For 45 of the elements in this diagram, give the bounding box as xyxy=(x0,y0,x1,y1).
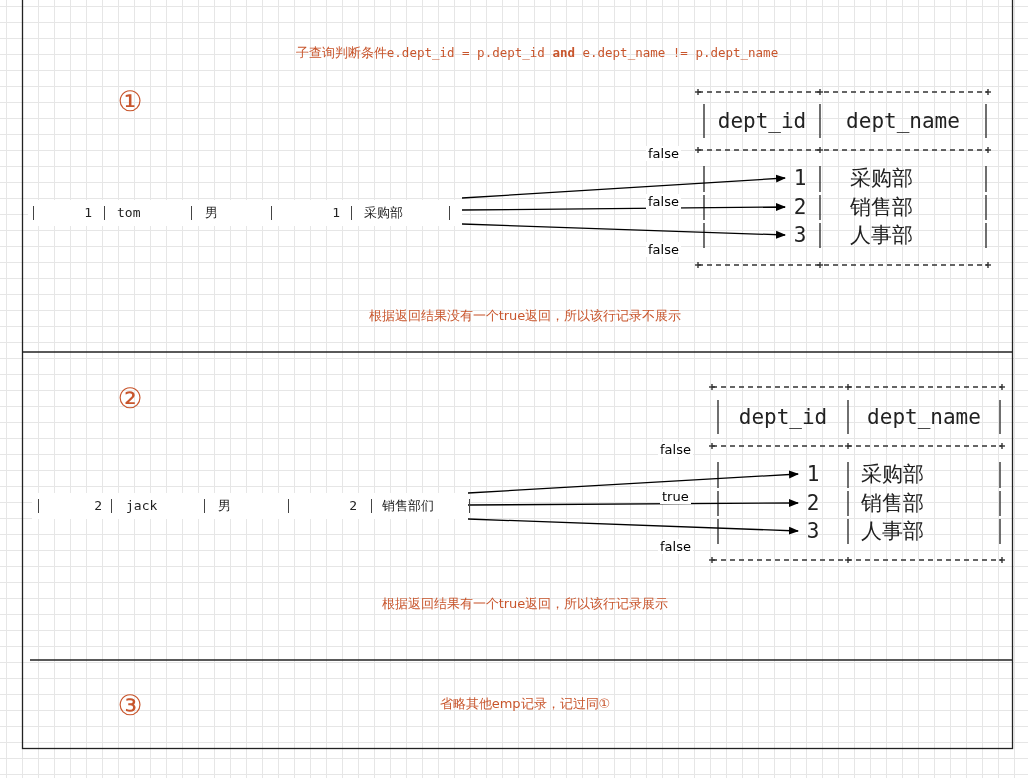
dept-name: 销售部 xyxy=(861,490,925,517)
note: 省略其他emp记录，记过同① xyxy=(438,695,612,713)
gender-value: 男 xyxy=(205,204,219,222)
section-number: ② xyxy=(116,383,144,415)
note: 根据返回结果没有一个true返回，所以该行记录不展示 xyxy=(367,307,683,325)
dept-name: 销售部们 xyxy=(382,497,435,515)
section-number: ① xyxy=(116,86,144,118)
id-value: 2 xyxy=(792,194,808,221)
dept-name: 采购部 xyxy=(850,165,914,192)
column-heading: dept_name xyxy=(866,404,982,431)
column-heading: dept_name xyxy=(845,108,961,135)
arrow xyxy=(461,174,786,199)
dept-name: 采购部 xyxy=(861,461,925,488)
arrow xyxy=(467,470,799,494)
gender-value: 男 xyxy=(218,497,232,515)
dept-name: 人事部 xyxy=(850,222,914,249)
dept-name: 人事部 xyxy=(861,518,925,545)
id-value: 2 xyxy=(93,497,102,515)
dept-name: 采购部 xyxy=(364,204,404,222)
dept-id-value: 1 xyxy=(331,204,340,222)
id-value: 3 xyxy=(792,222,808,249)
arrow xyxy=(461,203,786,212)
edge-label: false xyxy=(658,539,693,554)
id-value: 1 xyxy=(83,204,92,222)
edge-label: false xyxy=(658,442,693,457)
edge-label: false xyxy=(646,194,681,209)
note: 根据返回结果有一个true返回，所以该行记录展示 xyxy=(380,595,670,613)
id-value: 1 xyxy=(792,165,808,192)
column-heading: dept_id xyxy=(737,404,829,431)
id-value: 2 xyxy=(805,490,821,517)
name-value: tom xyxy=(117,204,142,222)
section-number: ③ xyxy=(116,690,144,722)
id-value: 3 xyxy=(805,518,821,545)
arrow xyxy=(467,499,799,508)
dept-name: 销售部 xyxy=(850,194,914,221)
edge-label: false xyxy=(646,146,681,161)
column-heading: dept_id xyxy=(716,108,808,135)
dept-id-value: 2 xyxy=(348,497,357,515)
title: 子查询判断条件e.dept_id = p.dept_id and e.dept_name != p.dept_name xyxy=(294,45,780,62)
name-value: jack xyxy=(126,497,159,515)
arrow xyxy=(467,518,799,535)
id-value: 1 xyxy=(805,461,821,488)
edge-label: false xyxy=(646,242,681,257)
arrow xyxy=(461,223,786,239)
edge-label: true xyxy=(660,489,691,504)
